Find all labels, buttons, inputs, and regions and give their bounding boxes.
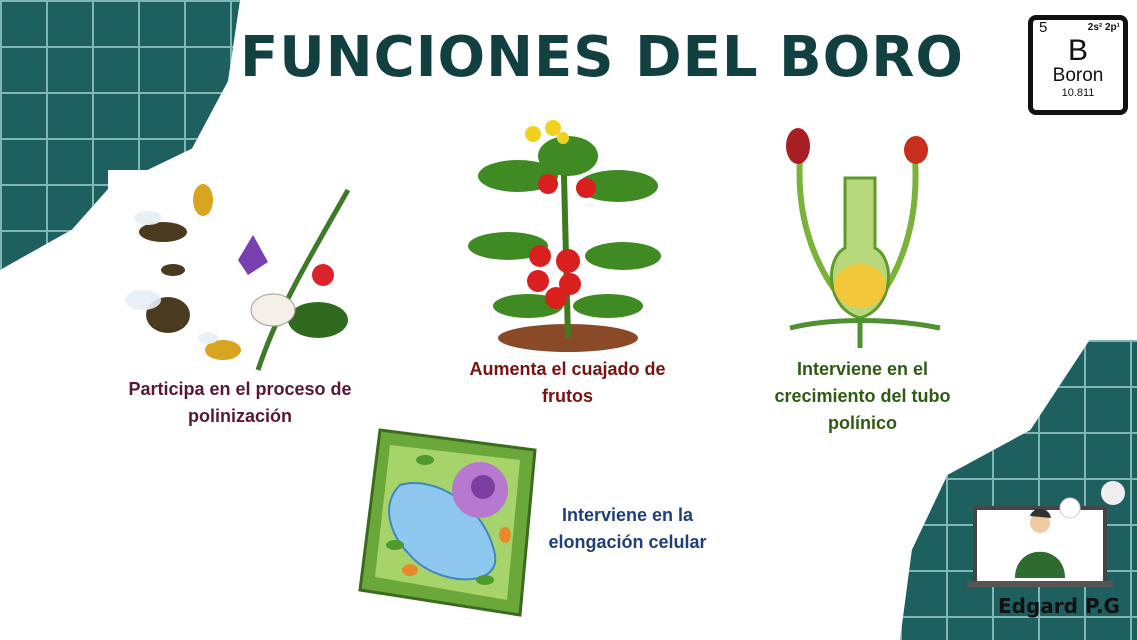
tomato-plant-illustration (458, 116, 668, 354)
electron-config: 2s² 2p¹ (1087, 22, 1120, 33)
element-mass: 10.811 (1061, 87, 1095, 99)
pollination-illustration (108, 170, 358, 375)
boron-element-card: 5 2s² 2p¹ B Boron 10.811 (1028, 15, 1128, 115)
author-name: Edgard P.G (998, 594, 1120, 618)
element-name: Boron (1052, 65, 1104, 86)
plant-cell-illustration (358, 428, 537, 617)
caption-pollen-tube: Interviene en el crecimiento del tubo po… (774, 359, 951, 433)
pollen-tube-illustration (770, 118, 950, 350)
tomato-icon (527, 174, 596, 309)
element-symbol: B (1067, 34, 1088, 67)
flower-icon (238, 235, 268, 275)
caption-fruit-set: Aumenta el cuajado de frutos (469, 359, 666, 406)
page-title: FUNCIONES DEL BORO (240, 25, 965, 90)
caption-cell-elongation: Interviene en la elongación celular (548, 505, 707, 552)
caption-pollination: Participa en el proceso de polinización (128, 379, 352, 426)
atomic-number: 5 (1039, 19, 1048, 36)
presenter-laptop-illustration (967, 481, 1125, 587)
